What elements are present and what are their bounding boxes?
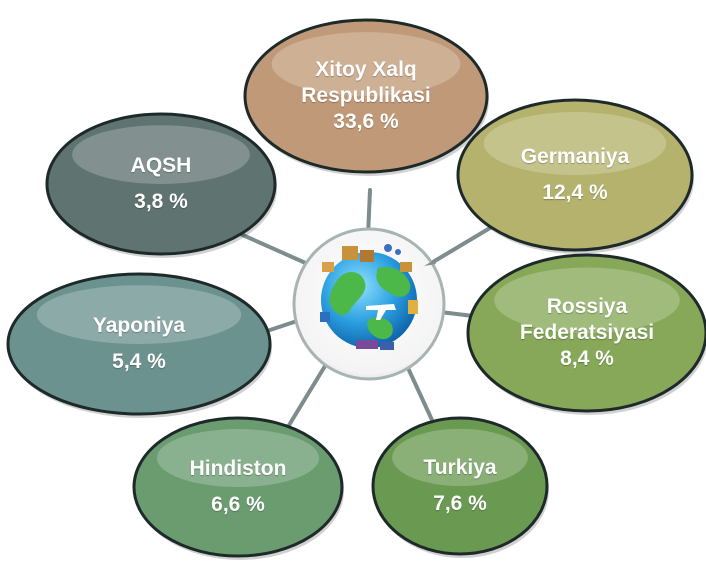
node-highlight-usa <box>72 125 250 184</box>
globe-logistics-icon <box>320 244 436 350</box>
connector-usa <box>234 230 312 267</box>
node-highlight-india <box>156 429 320 487</box>
node-ellipse-turkey <box>371 416 549 556</box>
node-highlight-china <box>271 32 461 96</box>
node-ellipse-india <box>132 416 344 558</box>
node-highlight-turkey <box>392 428 528 486</box>
node-ellipse-russia <box>466 253 706 413</box>
node-ellipses <box>6 18 706 560</box>
node-ellipse-usa <box>45 112 277 256</box>
node-ellipse-china <box>243 18 489 174</box>
node-ellipse-germany <box>456 98 694 252</box>
connector-germany <box>426 220 502 267</box>
connector-turkey <box>406 366 434 422</box>
node-highlight-germany <box>483 112 667 175</box>
node-highlight-japan <box>36 285 242 344</box>
node-ellipse-japan <box>6 272 272 416</box>
center-badge <box>292 227 446 381</box>
node-highlight-russia <box>494 267 680 333</box>
